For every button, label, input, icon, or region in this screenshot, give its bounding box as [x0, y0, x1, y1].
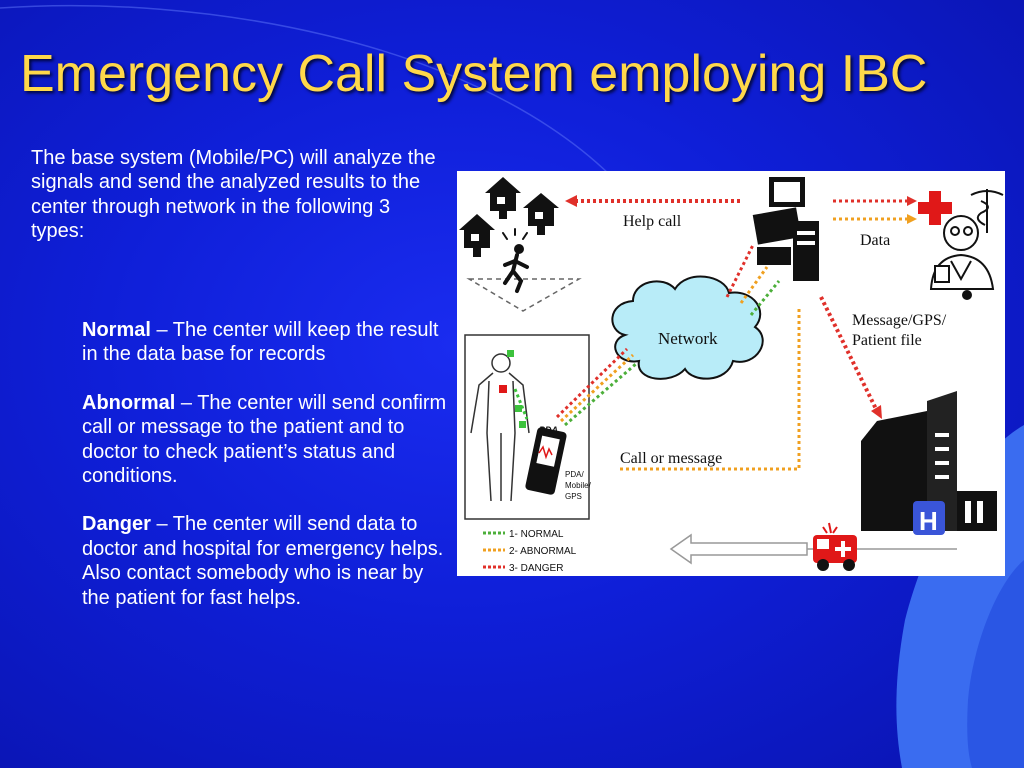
legend-abnormal: 2- ABNORMAL [509, 546, 577, 557]
house-icon [459, 214, 495, 257]
running-person-icon [502, 228, 529, 293]
sensor-marker [499, 385, 507, 393]
pda-icon [525, 427, 567, 495]
human-body-icon [470, 353, 530, 502]
system-diagram: Help call Data [457, 171, 1005, 576]
hospital-icon [861, 391, 997, 535]
legend-danger: 3- DANGER [509, 563, 563, 574]
item-description: – The center will send data to doctor an… [82, 513, 444, 609]
pda-arrows [555, 347, 638, 427]
patient-file-label: Patient file [852, 332, 922, 349]
computer-icon [752, 177, 819, 281]
item-term: Normal [82, 319, 151, 341]
pda-text: GPS [565, 492, 582, 501]
call-message-label: Call or message [620, 450, 722, 467]
legend: 1- NORMAL 2- ABNORMAL 3- DANGER [483, 529, 577, 574]
hospital-letter: H [919, 506, 938, 536]
legend-normal: 1- NORMAL [509, 529, 564, 540]
sensor-marker [507, 350, 514, 357]
message-label: Message/GPS/ [852, 312, 947, 329]
slide-title: Emergency Call System employing IBC [20, 45, 928, 103]
sensor-marker [519, 421, 526, 428]
network-cloud-icon [611, 275, 764, 380]
house-icon [523, 193, 559, 235]
network-label: Network [658, 329, 718, 348]
house-icon [485, 177, 521, 219]
doctor-icon [929, 215, 995, 300]
pda-label: PDA [539, 425, 558, 435]
network-arrows [725, 244, 781, 316]
type-list: Normal – The center will keep the result… [82, 318, 452, 634]
ambulance-icon [813, 522, 857, 571]
data-arrows [833, 196, 917, 224]
diagram-canvas: Help call Data [459, 177, 1004, 574]
data-label: Data [860, 232, 890, 249]
item-description: – The center will keep the result in the… [82, 319, 439, 366]
pda-text: PDA/ [565, 470, 584, 479]
red-cross-icon [918, 191, 952, 225]
sensor-marker [515, 405, 522, 412]
help-call-label: Help call [623, 213, 682, 230]
list-item-normal: Normal – The center will keep the result… [82, 318, 452, 367]
pda-text: Mobile/ [565, 481, 592, 490]
caduceus-icon [970, 189, 1004, 233]
list-item-danger: Danger – The center will send data to do… [82, 512, 452, 610]
item-term: Danger [82, 513, 151, 536]
area-outline [466, 278, 582, 312]
item-term: Abnormal [82, 391, 176, 414]
intro-paragraph: The base system (Mobile/PC) will analyze… [31, 147, 436, 243]
item-description: – The center will send confirm call or m… [82, 391, 447, 488]
list-item-abnormal: Abnormal – The center will send confirm … [82, 391, 452, 489]
